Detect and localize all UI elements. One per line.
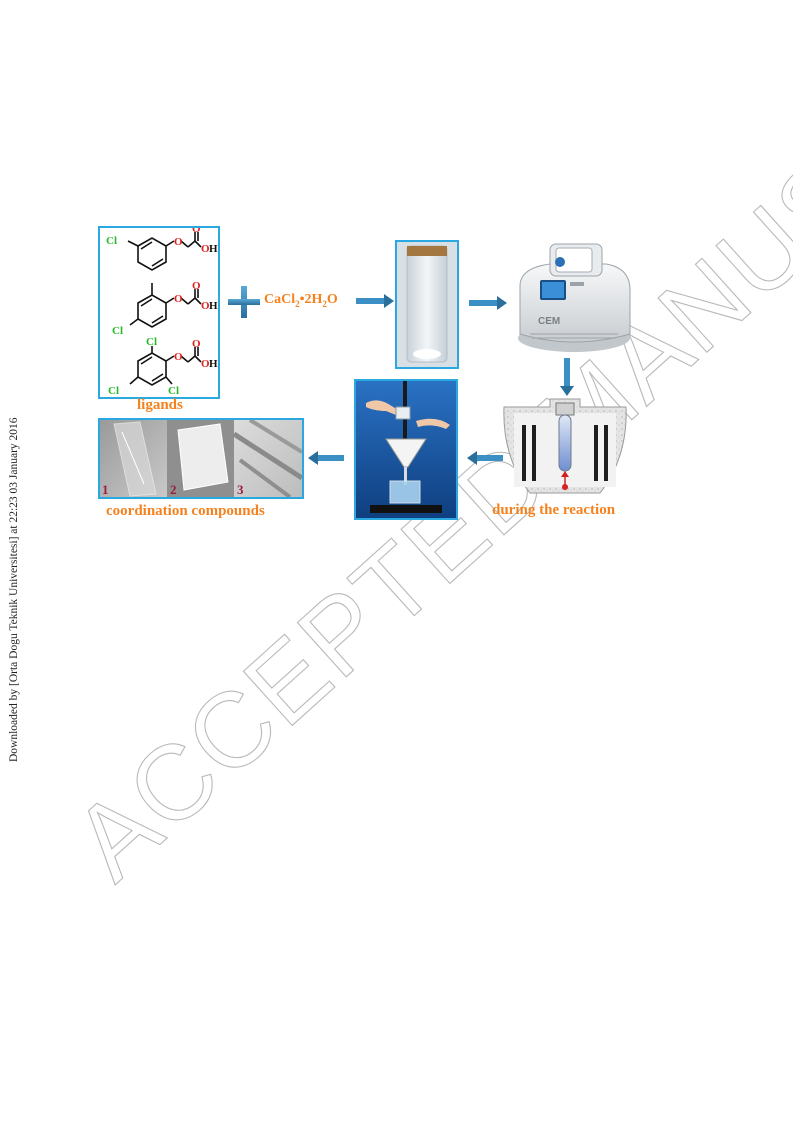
oxygen-label: O xyxy=(192,338,201,350)
arrow-right-icon xyxy=(356,294,394,308)
oxygen-label: O xyxy=(174,293,183,305)
download-note-text: Downloaded by [Orta Dogu Teknik Universi… xyxy=(8,417,20,762)
svg-text:1: 1 xyxy=(102,482,109,497)
svg-text:3: 3 xyxy=(237,482,244,497)
ligands-label: ligands xyxy=(137,397,183,413)
plus-icon xyxy=(228,286,260,318)
chlorine-label: Cl xyxy=(108,385,119,397)
coordination-compounds-photos: 1 2 3 xyxy=(98,418,304,499)
chlorine-label: Cl xyxy=(112,325,123,337)
oxygen-label: O xyxy=(201,358,210,370)
chlorine-label: Cl xyxy=(106,235,117,247)
oxygen-label: O xyxy=(174,351,183,363)
svg-text:CEM: CEM xyxy=(538,316,560,327)
microwave-reactor-image: CEM xyxy=(518,243,631,352)
arrow-right-icon xyxy=(469,296,507,310)
during-reaction-label: during the reaction xyxy=(492,502,616,518)
svg-text:2: 2 xyxy=(170,482,177,497)
chlorine-label: Cl xyxy=(146,336,157,348)
ligand-3 xyxy=(129,346,202,386)
coordination-compounds-label: coordination compounds xyxy=(106,503,265,519)
hydrogen-label: H xyxy=(209,243,218,255)
arrow-down-icon xyxy=(560,358,574,396)
oxygen-label: O xyxy=(174,236,183,248)
reaction-cross-section-image xyxy=(503,398,627,494)
oxygen-label: O xyxy=(201,300,210,312)
ligands-panel: Cl O O O H O O O H Cl Cl O O O H Cl Cl xyxy=(98,226,220,399)
arrow-left-icon xyxy=(467,451,503,465)
filtration-photo xyxy=(354,379,458,520)
hydrogen-label: H xyxy=(209,300,218,312)
chlorine-label: Cl xyxy=(168,385,179,397)
ligand-2 xyxy=(129,283,202,328)
ligand-1 xyxy=(127,232,202,271)
oxygen-label: O xyxy=(201,243,210,255)
oxygen-label: O xyxy=(192,280,201,292)
download-note: Downloaded by [Orta Dogu Teknik Universi… xyxy=(6,0,26,762)
reagent-formula: CaCl2•2H2O xyxy=(264,292,338,309)
ligand-structures: Cl O O O H O O O H Cl Cl O O O H Cl Cl xyxy=(106,228,218,397)
arrow-left-icon xyxy=(308,451,344,465)
oxygen-label: O xyxy=(192,228,201,235)
vial-photo xyxy=(395,240,459,369)
hydrogen-label: H xyxy=(209,358,218,370)
